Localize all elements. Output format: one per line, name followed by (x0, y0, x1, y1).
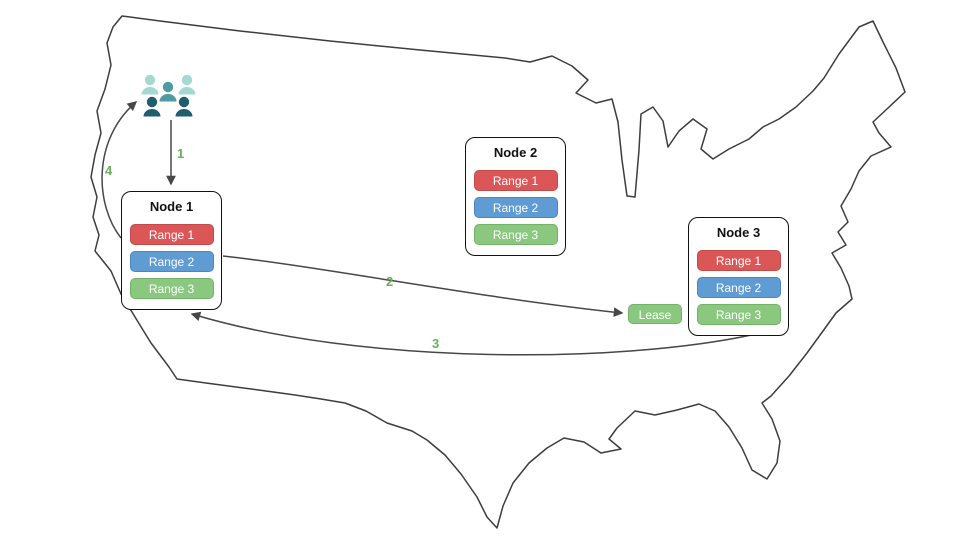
arrow-step-2 (222, 255, 624, 317)
range-badge: Range 2 (473, 197, 558, 218)
range-badge: Range 1 (696, 250, 781, 271)
node-title: Node 3 (716, 225, 761, 240)
range-badge: Range 3 (696, 304, 781, 325)
step-label-4: 4 (105, 163, 113, 178)
node-title: Node 1 (149, 199, 194, 214)
range-badge: Range 2 (696, 277, 781, 298)
node-card-1: Node 1 Range 1 Range 2 Range 3 (121, 191, 222, 310)
users-icon (141, 74, 196, 117)
range-badge: Range 3 (129, 278, 214, 299)
node-card-2: Node 2 Range 1 Range 2 Range 3 (465, 137, 566, 256)
arrow-step-3 (190, 311, 757, 356)
range-badge: Range 1 (129, 224, 214, 245)
arrow-step-4 (101, 101, 138, 239)
lease-badge: Lease (628, 304, 682, 324)
range-badge: Range 2 (129, 251, 214, 272)
range-badge: Range 3 (473, 224, 558, 245)
us-map-outline (90, 15, 906, 529)
step-label-3: 3 (432, 336, 440, 351)
node-card-3: Node 3 Range 1 Range 2 Range 3 (688, 217, 789, 336)
range-badge: Range 1 (473, 170, 558, 191)
node-title: Node 2 (493, 145, 538, 160)
step-label-2: 2 (386, 274, 394, 289)
step-label-1: 1 (177, 146, 185, 161)
